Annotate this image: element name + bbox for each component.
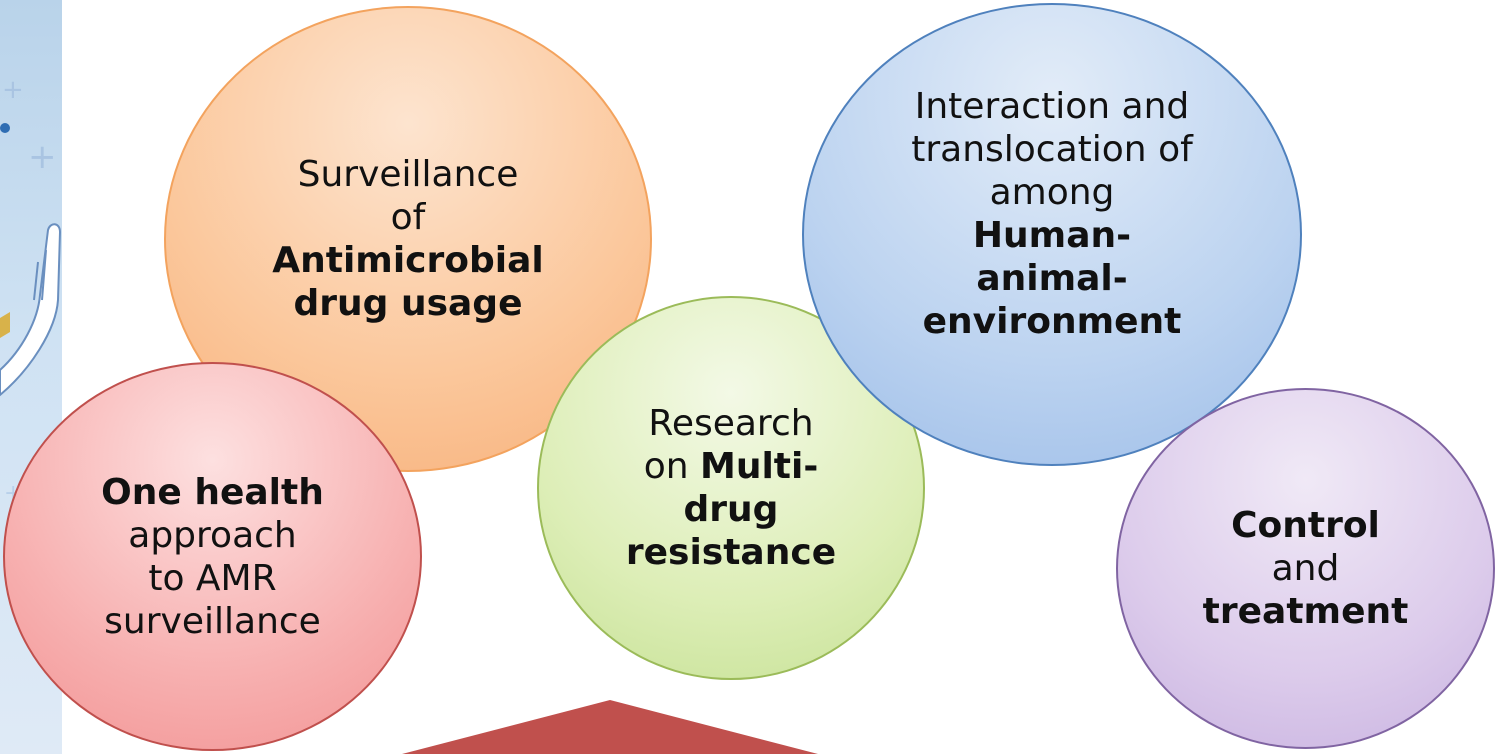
control-line-2: and [1271, 548, 1340, 589]
surveillance-line-3: Antimicrobial [272, 240, 544, 281]
research-line-2: on Multi- [644, 445, 819, 488]
medical-illustration-icon: + + + [0, 75, 62, 506]
interaction-line-3: among [989, 172, 1115, 213]
svg-text:+: + [2, 75, 24, 105]
research-line-4: resistance [625, 532, 837, 573]
interaction-line-1: Interaction and [914, 86, 1190, 127]
bubble-one-health: One health approach to AMR surveillance [3, 362, 422, 751]
one-health-line-4: surveillance [104, 600, 321, 642]
one-health-line-2: approach [128, 514, 297, 556]
interaction-line-5: animal- [976, 258, 1128, 299]
arrow-head [402, 700, 818, 754]
one-health-line-1: One health [101, 471, 324, 513]
research-line-3: drug [683, 489, 779, 530]
surveillance-line-1: Surveillance [297, 154, 519, 195]
research-line-2-bold: Multi- [700, 446, 819, 487]
svg-text:+: + [28, 137, 57, 177]
control-line-3: treatment [1202, 591, 1409, 632]
surveillance-line-2: of [390, 197, 426, 238]
control-line-1: Control [1231, 505, 1380, 546]
interaction-line-2: translocation of [911, 129, 1193, 170]
research-line-1: Research [648, 403, 814, 444]
surveillance-line-4: drug usage [293, 283, 523, 324]
interaction-line-4: Human- [972, 215, 1132, 256]
bubble-interaction: Interaction and translocation of among H… [802, 3, 1302, 466]
interaction-line-6: environment [922, 301, 1182, 342]
one-health-line-3: to AMR [148, 557, 277, 599]
bubble-control: Control and treatment [1116, 388, 1495, 749]
research-line-2-plain: on [643, 446, 700, 487]
